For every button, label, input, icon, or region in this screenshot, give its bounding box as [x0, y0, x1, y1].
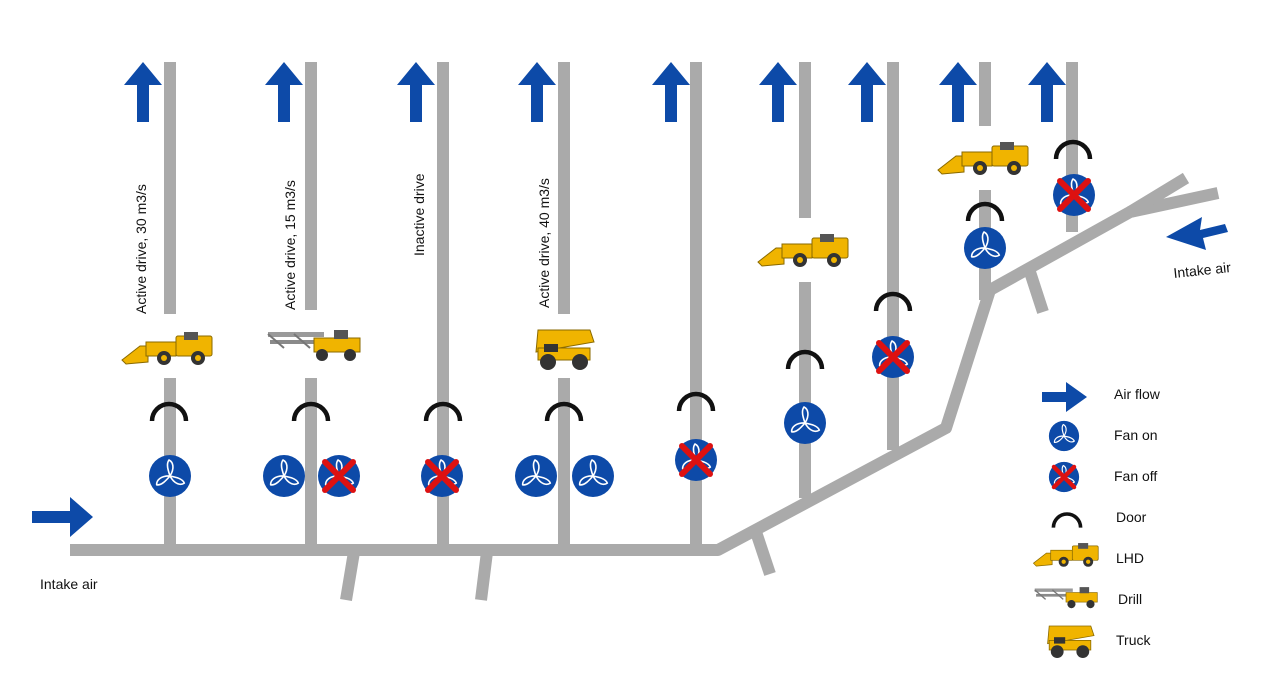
fan-on-icon	[262, 454, 306, 498]
fan-on-icon	[783, 401, 827, 445]
air-flow-arrows	[124, 62, 1066, 122]
legend-label: Fan off	[1114, 468, 1157, 484]
fan-off-icon	[1048, 461, 1080, 493]
lhd-icon	[1033, 542, 1099, 568]
legend-label: Fan on	[1114, 427, 1158, 443]
air-flow-arrow-icon	[265, 62, 303, 122]
air-flow-arrow-icon	[939, 62, 977, 122]
legend-item-drill: Drill	[1034, 586, 1142, 609]
fan-off-icon	[317, 454, 361, 498]
legend-item-lhd: LHD	[1033, 542, 1144, 568]
fan-on-icon	[1048, 420, 1080, 452]
air-flow-arrow-icon	[652, 62, 690, 122]
drive-label-1: Active drive, 30 m3/s	[133, 184, 149, 314]
legend-item-fan-off: Fan off	[1048, 461, 1157, 493]
fan-off-icon	[420, 454, 464, 498]
fan-off-icon	[1052, 173, 1096, 217]
legend: Air flow Fan on Fan off Door LHD Drill T…	[1033, 382, 1161, 659]
duct-stub-4	[1024, 270, 1049, 314]
drive-label-4: Active drive, 40 m3/s	[536, 178, 552, 308]
duct-stub-2	[475, 551, 493, 601]
legend-label: LHD	[1116, 550, 1144, 566]
legend-label: Door	[1116, 509, 1147, 525]
fan-on-icon	[514, 454, 558, 498]
air-flow-arrow-icon	[1042, 382, 1087, 412]
intake-arrow-left-icon	[32, 497, 93, 537]
lhd-icon	[757, 233, 849, 268]
air-flow-arrow-icon	[1028, 62, 1066, 122]
legend-label: Drill	[1118, 591, 1142, 607]
intake-air-label-right: Intake air	[1173, 259, 1232, 281]
legend-label: Truck	[1116, 632, 1151, 648]
duct-stub-3	[750, 530, 776, 576]
main-duct-branch-right	[1126, 172, 1190, 218]
drill-icon	[1034, 586, 1098, 609]
fan-on-icon	[148, 454, 192, 498]
drive-label-3: Inactive drive	[411, 173, 427, 256]
truck-icon	[1047, 625, 1095, 659]
intake-air-label-left: Intake air	[40, 576, 98, 592]
air-flow-arrow-icon	[397, 62, 435, 122]
door-icon	[1051, 512, 1083, 530]
air-flow-arrow-icon	[518, 62, 556, 122]
duct-stub-1	[340, 551, 360, 601]
air-flow-arrow-icon	[848, 62, 886, 122]
fan-off-icon	[871, 335, 915, 379]
drive-label-2: Active drive, 15 m3/s	[282, 180, 298, 310]
legend-item-fan-on: Fan on	[1048, 420, 1158, 452]
legend-label: Air flow	[1114, 386, 1161, 402]
lhd-icon	[937, 141, 1029, 176]
fan-on-icon	[963, 226, 1007, 270]
air-flow-arrow-icon	[759, 62, 797, 122]
lhd-icon	[121, 331, 213, 366]
drill-icon	[267, 329, 361, 362]
legend-item-door: Door	[1051, 509, 1147, 530]
legend-item-truck: Truck	[1047, 625, 1151, 659]
fan-on-icon	[571, 454, 615, 498]
legend-item-air-flow: Air flow	[1042, 382, 1161, 412]
air-flow-arrow-icon	[124, 62, 162, 122]
truck-icon	[535, 329, 595, 371]
main-duct	[70, 187, 1220, 556]
fan-off-icon	[674, 438, 718, 482]
duct-network	[70, 62, 1220, 601]
intake-arrow-right-icon	[1166, 217, 1228, 250]
